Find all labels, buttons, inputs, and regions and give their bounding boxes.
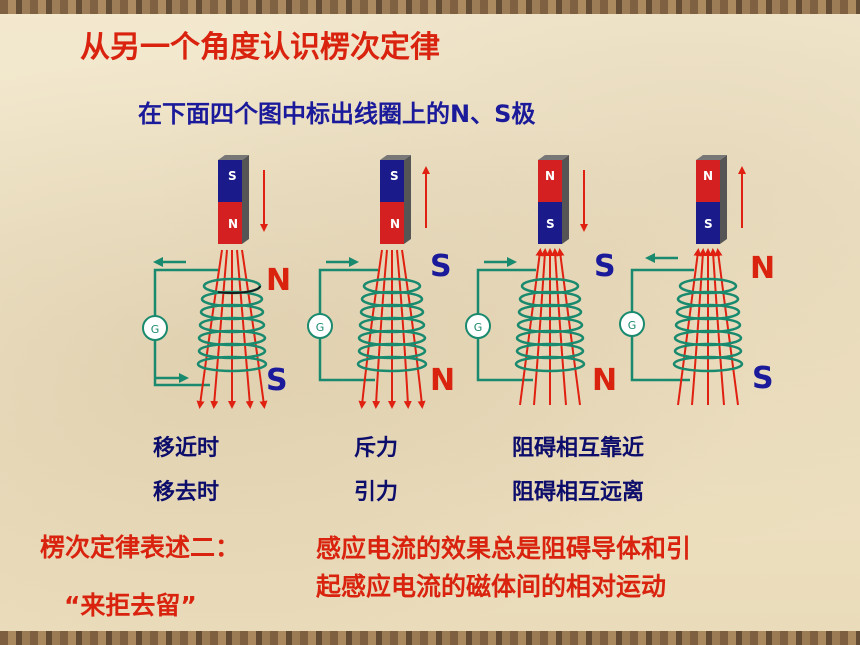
label-attraction: 引力: [354, 480, 399, 505]
law-heading: 楞次定律表述二：: [40, 533, 241, 562]
magnet-top-3: [538, 160, 562, 202]
label-approach: 移近时: [153, 436, 220, 461]
panel-2: G S N S N: [307, 155, 455, 409]
magnet-pole-bottom: N: [390, 217, 400, 231]
magnet-pole-top: S: [390, 169, 399, 183]
galvanometer-label: G: [474, 321, 483, 334]
coil-pole-top: S: [594, 249, 616, 284]
panel-3: G N S S N: [465, 155, 617, 406]
galvanometer-2: [307, 313, 333, 339]
coil-pole-bottom: S: [752, 361, 774, 396]
magnet-pole-top: N: [703, 169, 713, 183]
law-quote: “来拒去留”: [64, 591, 197, 620]
slide-subtitle: 在下面四个图中标出线圈上的N、S极: [138, 100, 536, 128]
label-oppose-approach: 阻碍相互靠近: [512, 436, 645, 461]
galvanometer-label: G: [151, 323, 160, 336]
coil-pole-bottom: N: [430, 363, 455, 398]
coil-pole-bottom: S: [266, 363, 288, 398]
slide-title: 从另一个角度认识楞次定律: [80, 30, 440, 65]
panel-1: G S N N S: [142, 155, 291, 409]
panel-4: G N S N S: [619, 155, 775, 406]
magnet-pole-bottom: S: [546, 217, 555, 231]
magnet-bottom-3: [538, 202, 562, 244]
coil-pole-top: N: [266, 263, 291, 298]
label-repulsion: 斥力: [354, 436, 399, 461]
decorative-border-top: [0, 0, 860, 14]
magnet-pole-top: N: [545, 169, 555, 183]
magnet-pole-bottom: N: [228, 217, 238, 231]
galvanometer-1: [142, 315, 168, 341]
magnet-top-1: [218, 160, 242, 202]
label-withdraw: 移去时: [153, 480, 220, 505]
magnet-bottom-2: [380, 202, 404, 244]
decorative-border-bottom: [0, 631, 860, 645]
induction-diagrams: G S N N S: [142, 155, 775, 409]
magnet-pole-top: S: [228, 169, 237, 183]
galvanometer-label: G: [628, 319, 637, 332]
label-oppose-separation: 阻碍相互远离: [512, 480, 645, 505]
law-line-1: 感应电流的效果总是阻碍导体和引: [316, 534, 692, 563]
coil-pole-bottom: N: [592, 363, 617, 398]
magnet-top-2: [380, 160, 404, 202]
law-line-2: 起感应电流的磁体间的相对运动: [316, 572, 667, 601]
galvanometer-label: G: [316, 321, 325, 334]
magnet-top-4: [696, 160, 720, 202]
coil-pole-top: N: [750, 251, 775, 286]
law-statement: 感应电流的效果总是阻碍导体和引 起感应电流的磁体间的相对运动: [316, 530, 836, 606]
magnet-bottom-4: [696, 202, 720, 244]
galvanometer-4: [619, 311, 645, 337]
magnet-pole-bottom: S: [704, 217, 713, 231]
galvanometer-3: [465, 313, 491, 339]
magnet-bottom-1: [218, 202, 242, 244]
coil-pole-top: S: [430, 249, 452, 284]
